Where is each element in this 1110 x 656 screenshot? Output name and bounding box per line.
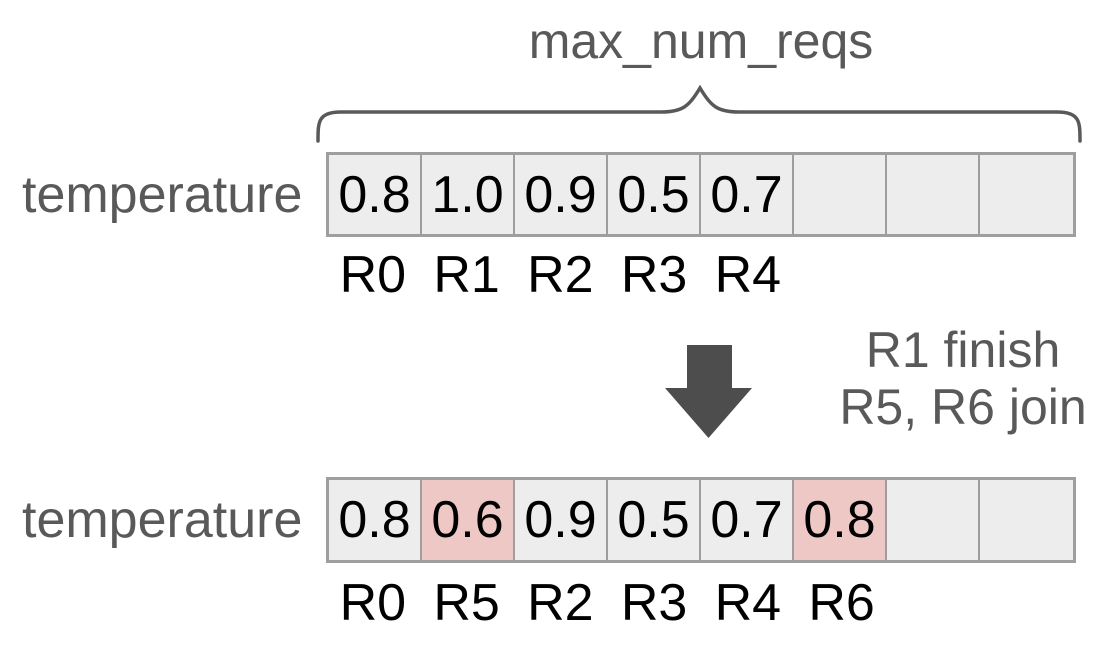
transition-line2: R5, R6 join — [839, 379, 1087, 435]
array-cell — [794, 155, 887, 234]
array-cell: 0.9 — [515, 155, 608, 234]
request-label: R0 — [339, 246, 407, 304]
array-cell: 1.0 — [422, 155, 515, 234]
request-label: R2 — [527, 246, 594, 304]
request-label: R1 — [433, 246, 500, 304]
array-cell — [887, 480, 980, 560]
request-label: R2 — [527, 574, 594, 632]
array-cell — [980, 155, 1073, 234]
request-label: R4 — [714, 246, 782, 304]
array-cell: 0.5 — [608, 155, 701, 234]
request-label — [889, 574, 983, 632]
array-cell: 0.7 — [701, 480, 794, 560]
transition-line1: R1 finish — [865, 322, 1061, 378]
request-label — [889, 246, 983, 304]
max-num-reqs-title: max_num_reqs — [528, 13, 874, 69]
array-cell: 0.9 — [515, 480, 608, 560]
array-cell: 0.7 — [701, 155, 794, 234]
request-label: R0 — [339, 574, 407, 632]
request-label: R3 — [620, 246, 688, 304]
array-cell: 0.8 — [329, 480, 422, 560]
row2-request-labels: R0 R5 R2 R3 R4 R6 — [326, 574, 1076, 632]
request-label: R3 — [620, 574, 688, 632]
request-label: R6 — [808, 574, 875, 632]
row1-request-labels: R0 R1 R2 R3 R4 — [326, 246, 1076, 304]
request-label: R5 — [433, 574, 500, 632]
request-label — [982, 574, 1076, 632]
array-cell: 0.8 — [329, 155, 422, 234]
row1-temperature-label: temperature — [22, 165, 303, 224]
row2-temperature-label: temperature — [22, 491, 303, 549]
array-cell: 0.5 — [608, 480, 701, 560]
array-cell: 0.6 — [422, 480, 515, 560]
request-label: R4 — [714, 574, 782, 632]
request-label — [795, 246, 889, 304]
array-cell: 0.8 — [794, 480, 887, 560]
down-arrow-icon — [665, 345, 752, 438]
array-cell — [887, 155, 980, 234]
request-label — [982, 246, 1076, 304]
transition-note: R1 finish R5, R6 join — [830, 322, 1096, 436]
curly-brace — [316, 84, 1082, 143]
array-cell — [980, 480, 1073, 560]
